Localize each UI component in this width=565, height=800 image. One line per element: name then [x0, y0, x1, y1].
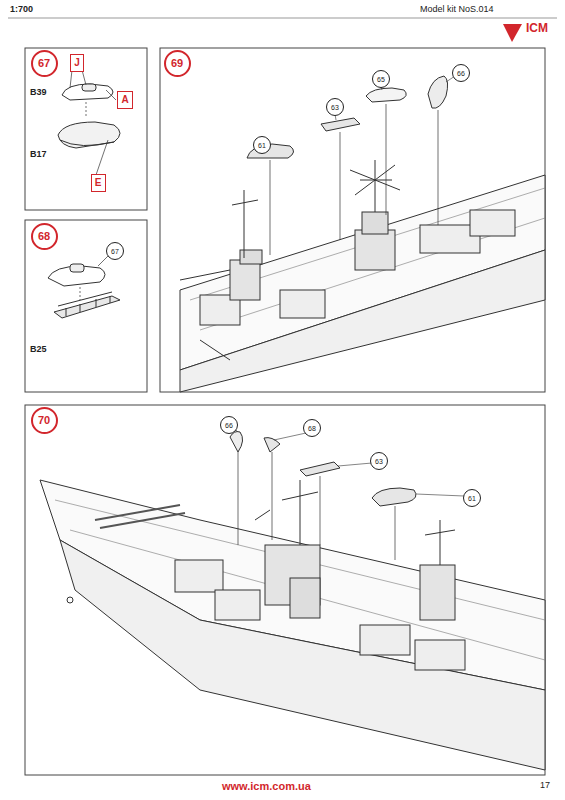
node-text: J [74, 58, 80, 68]
callout-number: 61 [463, 489, 481, 507]
paint-code-box: A [117, 91, 133, 109]
node-text: 67 [38, 58, 50, 69]
step-number: 67 [31, 50, 58, 77]
node-text: E [95, 178, 102, 188]
callout-number: 66 [220, 416, 238, 434]
node-text: 61 [258, 142, 266, 149]
node-text: 63 [375, 458, 383, 465]
node-text: 70 [38, 415, 50, 426]
page-number: 17 [540, 781, 550, 790]
node-text: 65 [377, 76, 385, 83]
paint-code-box: J [70, 54, 84, 72]
callout-number: 66 [452, 64, 470, 82]
brand-logo: ICM [526, 22, 548, 34]
part-number: B17 [30, 150, 47, 159]
callout-number: 65 [372, 70, 390, 88]
callout-number: 68 [303, 419, 321, 437]
paint-code-box: E [91, 174, 106, 192]
scale: 1:700 [10, 5, 33, 14]
part-number: B39 [30, 88, 47, 97]
node-text: 61 [468, 495, 476, 502]
callout-number: 67 [106, 242, 124, 260]
node-text: 68 [308, 425, 316, 432]
node-text: 66 [457, 70, 465, 77]
callout-number: 63 [326, 98, 344, 116]
node-text: 67 [111, 248, 119, 255]
node-text: A [121, 95, 128, 105]
web-address: www.icm.com.ua [222, 781, 311, 792]
node-text: 66 [225, 422, 233, 429]
kit-name: Model kit NoS.014 [420, 5, 494, 14]
part-number: B25 [30, 345, 47, 354]
node-text: 68 [38, 231, 50, 242]
node-text: 69 [171, 58, 183, 69]
step-number: 70 [31, 407, 58, 434]
step-number: 68 [31, 223, 58, 250]
callout-number: 63 [370, 452, 388, 470]
step-number: 69 [164, 50, 191, 77]
node-text: 63 [331, 104, 339, 111]
callout-number: 61 [253, 136, 271, 154]
